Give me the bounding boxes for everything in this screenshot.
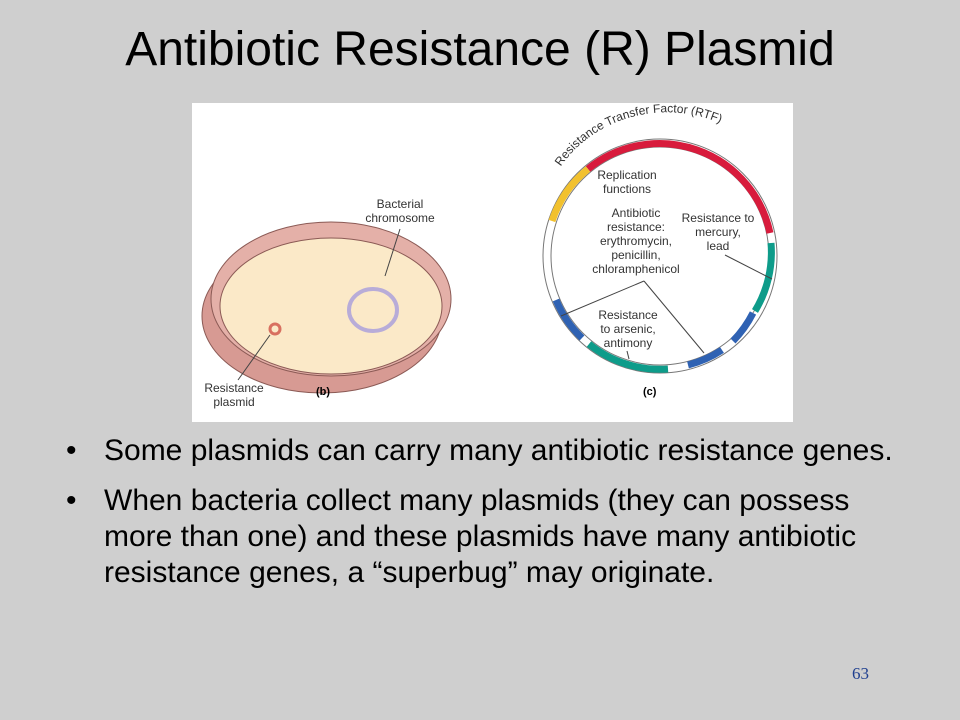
rtf-arc-label: Resistance Transfer Factor (RTF): [552, 103, 725, 168]
ring-blue-bottom: [687, 347, 724, 369]
mercury-label-1: Resistance to: [682, 211, 755, 225]
antibiotic-label-3: erythromycin,: [600, 234, 672, 248]
ring-blue-left: [552, 298, 585, 341]
bullet-dot: •: [66, 434, 77, 467]
ring-teal-bottom: [586, 341, 669, 373]
bullet-text: Some plasmids can carry many antibiotic …: [104, 434, 893, 467]
arsenic-label-3: antimony: [604, 336, 653, 350]
bullet-text: When bacteria collect many plasmids (the…: [104, 484, 857, 589]
plasmid-diagram: Bacterial chromosome Resistance plasmid …: [201, 103, 778, 409]
antibiotic-label-2: resistance:: [607, 220, 665, 234]
ring-teal-right: [751, 242, 775, 313]
plasmid-label-2: plasmid: [213, 395, 254, 409]
antibiotic-label-1: Antibiotic: [612, 206, 661, 220]
antibiotic-label-4: penicillin,: [611, 248, 660, 262]
panel-b-tag: (b): [316, 386, 330, 398]
bullet-list: • Some plasmids can carry many antibiotic…: [62, 433, 922, 605]
resistance-plasmid: [268, 322, 282, 336]
mercury-label-3: lead: [707, 239, 730, 253]
panel-c-tag: (c): [643, 386, 657, 398]
chromosome-label-2: chromosome: [365, 211, 435, 225]
slide-title: Antibiotic Resistance (R) Plasmid: [125, 23, 835, 76]
replication-label-2: functions: [603, 182, 651, 196]
plasmid-ring: [542, 138, 778, 374]
bacterial-cell: [201, 221, 452, 394]
replication-label-1: Replication: [597, 168, 656, 182]
plasmid-figure: Bacterial chromosome Resistance plasmid …: [192, 103, 793, 422]
arsenic-label-2: to arsenic,: [600, 322, 655, 336]
mercury-label-2: mercury,: [695, 225, 741, 239]
bullet-item: • When bacteria collect many plasmids (th…: [62, 483, 922, 591]
bacterial-chromosome: [347, 287, 399, 333]
arsenic-label-1: Resistance: [598, 308, 658, 322]
page-number: 63: [852, 664, 869, 683]
antibiotic-label-5: chloramphenicol: [592, 262, 679, 276]
ring-replication-segment: [548, 166, 591, 223]
bullet-item: • Some plasmids can carry many antibiotic…: [62, 433, 922, 469]
ring-blue-right: [730, 311, 757, 344]
chromosome-label-1: Bacterial: [377, 197, 424, 211]
bullet-dot: •: [66, 484, 77, 517]
plasmid-label-1: Resistance: [204, 381, 264, 395]
ring-rtf-segment: [585, 140, 774, 234]
